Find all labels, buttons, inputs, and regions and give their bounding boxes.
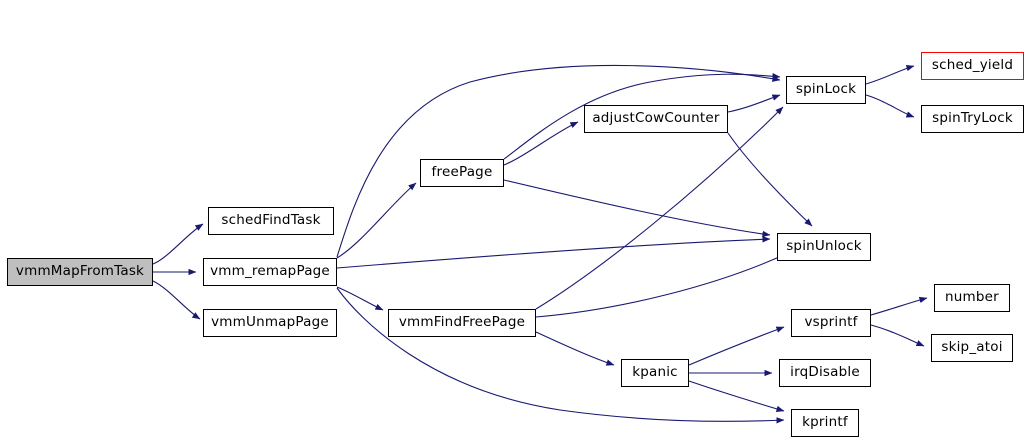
node-number[interactable]: number (934, 284, 1010, 312)
node-label: vmmFindFreePage (398, 314, 526, 331)
edge-vmmFindFreePage-to-kpanic (535, 331, 615, 366)
node-vmmMapFromTask[interactable]: vmmMapFromTask (7, 258, 153, 286)
edge-vmmFindFreePage-to-spinLock (535, 106, 784, 310)
node-label: vmm_remapPage (210, 263, 330, 280)
edge-vsprintf-to-skip_atoi (870, 324, 925, 347)
node-label: schedFindTask (221, 212, 321, 229)
edge-vmm_remapPage-to-vmmFindFreePage (336, 286, 384, 311)
node-spinLock[interactable]: spinLock (786, 76, 866, 104)
edge-freePage-to-spinUnlock (503, 179, 771, 238)
node-adjustCowCounter[interactable]: adjustCowCounter (584, 105, 728, 133)
edge-vmm_remapPage-to-kprintf (336, 287, 785, 424)
node-label: freePage (431, 164, 493, 181)
edge-vmm_remapPage-to-spinLock (336, 64, 781, 258)
node-label: spinTryLock (932, 110, 1013, 127)
node-label: kpanic (632, 364, 678, 381)
edge-vmmMapFromTask-to-schedFindTask (152, 223, 204, 265)
node-label: vmmMapFromTask (15, 263, 145, 280)
node-skip_atoi[interactable]: skip_atoi (931, 334, 1013, 362)
node-label: adjustCowCounter (592, 110, 720, 127)
edge-group (152, 64, 928, 424)
node-label: number (945, 289, 999, 306)
node-spinUnlock[interactable]: spinUnlock (777, 233, 871, 261)
node-label: spinUnlock (786, 238, 862, 255)
node-vsprintf[interactable]: vsprintf (791, 309, 871, 337)
node-label: vmmUnmapPage (211, 314, 329, 331)
node-schedFindTask[interactable]: schedFindTask (208, 207, 334, 235)
node-label: kprintf (802, 414, 848, 431)
node-spinTryLock[interactable]: spinTryLock (921, 105, 1024, 133)
edge-vmmMapFromTask-to-vmmUnmapPage (152, 280, 201, 320)
edge-spinLock-to-spinTryLock (865, 94, 915, 118)
edge-spinLock-to-sched_yield (865, 65, 915, 85)
edge-vsprintf-to-number (870, 296, 928, 316)
node-freePage[interactable]: freePage (420, 159, 504, 187)
node-sched_yield[interactable]: sched_yield (921, 52, 1024, 80)
node-label: irqDisable (790, 364, 860, 381)
node-vmm_remapPage[interactable]: vmm_remapPage (203, 258, 337, 286)
node-kprintf[interactable]: kprintf (791, 409, 859, 437)
edge-freePage-to-adjustCowCounter (503, 121, 579, 166)
node-label: skip_atoi (941, 339, 1003, 356)
node-irqDisable[interactable]: irqDisable (779, 359, 871, 387)
node-vmmUnmapPage[interactable]: vmmUnmapPage (203, 309, 337, 337)
edge-adjustCowCounter-to-spinUnlock (727, 132, 813, 227)
node-label: vsprintf (804, 314, 858, 331)
node-vmmFindFreePage[interactable]: vmmFindFreePage (388, 309, 536, 337)
edge-freePage-to-spinLock (503, 73, 781, 160)
node-label: sched_yield (931, 57, 1014, 74)
edge-vmm_remapPage-to-spinUnlock (336, 236, 771, 269)
node-label: spinLock (795, 81, 857, 98)
edge-adjustCowCounter-to-spinLock (727, 94, 781, 113)
edge-kpanic-to-kprintf (688, 380, 785, 412)
edge-vmm_remapPage-to-freePage (336, 182, 417, 259)
node-kpanic[interactable]: kpanic (621, 359, 689, 387)
edge-vmmFindFreePage-to-spinUnlock (535, 251, 791, 318)
edge-kpanic-to-vsprintf (688, 326, 785, 366)
